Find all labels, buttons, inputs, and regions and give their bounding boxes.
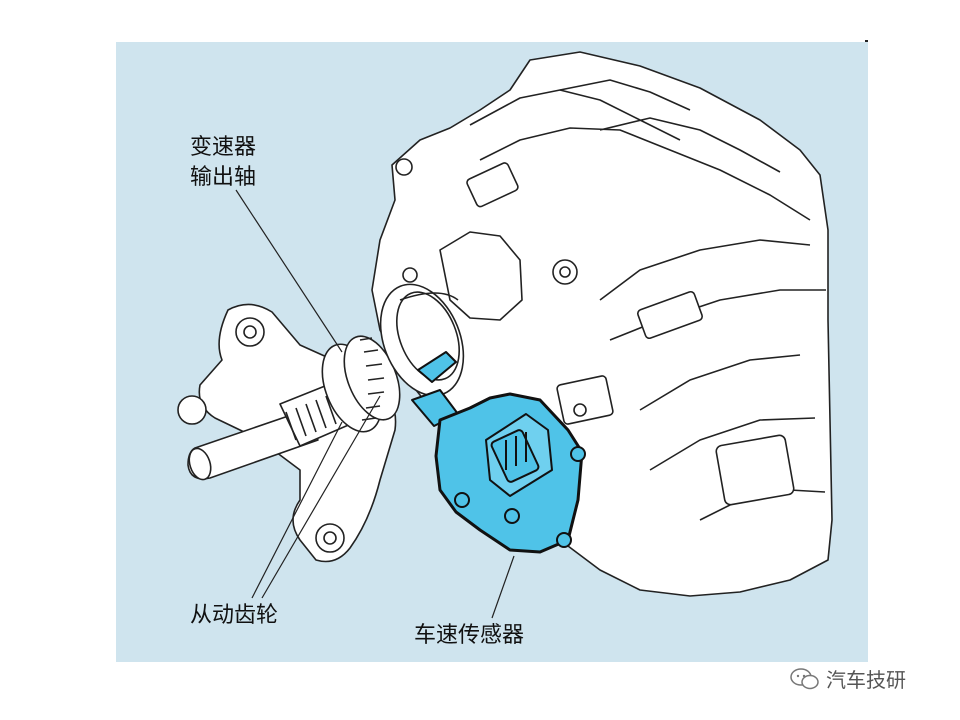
leader-lines xyxy=(235,189,515,619)
label-speed-sensor: 车速传感器 xyxy=(414,623,525,648)
leader-driven-gear-b xyxy=(251,421,343,599)
speed-sensor xyxy=(411,351,586,554)
label-output-shaft-line2: 输出轴 xyxy=(190,165,257,190)
leader-driven-gear-a xyxy=(261,395,381,599)
label-driven-gear: 从动齿轮 xyxy=(190,603,279,628)
wechat-icon xyxy=(790,667,819,689)
watermark: 汽车技研 xyxy=(790,664,906,693)
corner-mark xyxy=(865,40,868,42)
leader-speed-sensor xyxy=(491,555,515,619)
label-output-shaft-line1: 变速器 xyxy=(190,135,257,160)
leader-output-shaft xyxy=(235,189,343,353)
watermark-text: 汽车技研 xyxy=(826,668,906,692)
